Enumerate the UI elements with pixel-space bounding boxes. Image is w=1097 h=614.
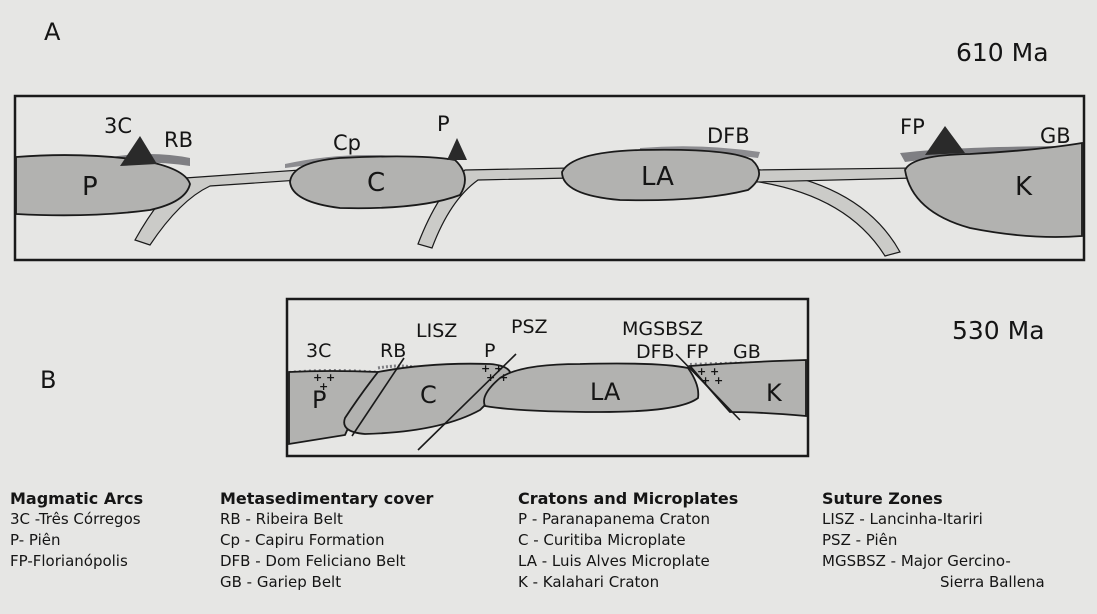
panel-a-label-dfb: DFB: [707, 126, 750, 147]
panel-a-arc-3c: [120, 136, 157, 166]
svg-text:+ +: + +: [486, 371, 508, 384]
panel-b-label-p-arc: P: [484, 342, 495, 361]
legend-item: K - Kalahari Craton: [518, 572, 738, 593]
panel-b-block-k-label: K: [766, 381, 782, 405]
panel-b-label-gb: GB: [733, 343, 761, 362]
legend-heading: Suture Zones: [822, 488, 1045, 509]
legend-heading: Metasedimentary cover: [220, 488, 433, 509]
legend-item: P- Piên: [10, 530, 143, 551]
panel-b-block-la-label: LA: [590, 380, 620, 404]
legend-item: MGSBSZ - Major Gercino-: [822, 551, 1045, 572]
legend-item: P - Paranapanema Craton: [518, 509, 738, 530]
panel-a-slab-east: [755, 168, 915, 182]
legend-item: LISZ - Lancinha-Itariri: [822, 509, 1045, 530]
legend-item: FP-Florianópolis: [10, 551, 143, 572]
panel-a-label-gb: GB: [1040, 126, 1071, 147]
legend-item: Sierra Ballena: [822, 572, 1045, 593]
legend-item: GB - Gariep Belt: [220, 572, 433, 593]
panel-a-block-p: [16, 155, 190, 215]
panel-a-block-c-label: C: [367, 170, 385, 196]
panel-a-letter: A: [44, 20, 60, 44]
legend-item: PSZ - Piên: [822, 530, 1045, 551]
legend-item: C - Curitiba Microplate: [518, 530, 738, 551]
panel-a-block-k: [905, 143, 1082, 237]
panel-b-label-dfb: DFB: [636, 343, 675, 362]
legend-item: Cp - Capiru Formation: [220, 530, 433, 551]
panel-b-label-3c: 3C: [306, 342, 331, 361]
panel-b-block-c-label: C: [420, 383, 437, 407]
panel-b-label-fp: FP: [686, 343, 708, 362]
panel-b-label-lisz: LISZ: [416, 322, 457, 341]
panel-a-label-p-arc: P: [437, 114, 450, 135]
panel-b-label-rb: RB: [380, 342, 406, 361]
panel-a-label-3c: 3C: [104, 116, 132, 137]
panel-a-block-k-label: K: [1015, 174, 1032, 200]
panel-a-label-rb: RB: [164, 130, 193, 151]
legend-item: LA - Luis Alves Microplate: [518, 551, 738, 572]
panel-a-label-cp: Cp: [333, 133, 361, 154]
legend-item: 3C -Três Córregos: [10, 509, 143, 530]
panel-a-block-la-label: LA: [641, 164, 674, 190]
legend-magmatic-arcs: Magmatic Arcs 3C -Três Córregos P- Piên …: [10, 488, 143, 572]
svg-text:+ +: + +: [701, 374, 723, 387]
legend-heading: Magmatic Arcs: [10, 488, 143, 509]
legend-cratons-microplates: Cratons and Microplates P - Paranapanema…: [518, 488, 738, 593]
panel-b-block-p-label: P: [312, 388, 326, 412]
legend-item: DFB - Dom Feliciano Belt: [220, 551, 433, 572]
panel-b-age: 530 Ma: [952, 318, 1045, 343]
legend-heading: Cratons and Microplates: [518, 488, 738, 509]
panel-a-block-p-label: P: [82, 174, 98, 200]
legend-metasedimentary-cover: Metasedimentary cover RB - Ribeira Belt …: [220, 488, 433, 593]
panel-a-age: 610 Ma: [956, 40, 1049, 65]
panel-a-arc-fp: [925, 126, 965, 155]
panel-b-label-psz: PSZ: [511, 318, 548, 337]
panel-a-label-fp: FP: [900, 117, 925, 138]
panel-b-letter: B: [40, 368, 56, 392]
panel-b-label-mgsbsz: MGSBSZ: [622, 320, 703, 339]
panel-a-arc-p: [447, 138, 467, 160]
legend-item: RB - Ribeira Belt: [220, 509, 433, 530]
legend-suture-zones: Suture Zones LISZ - Lancinha-Itariri PSZ…: [822, 488, 1045, 593]
